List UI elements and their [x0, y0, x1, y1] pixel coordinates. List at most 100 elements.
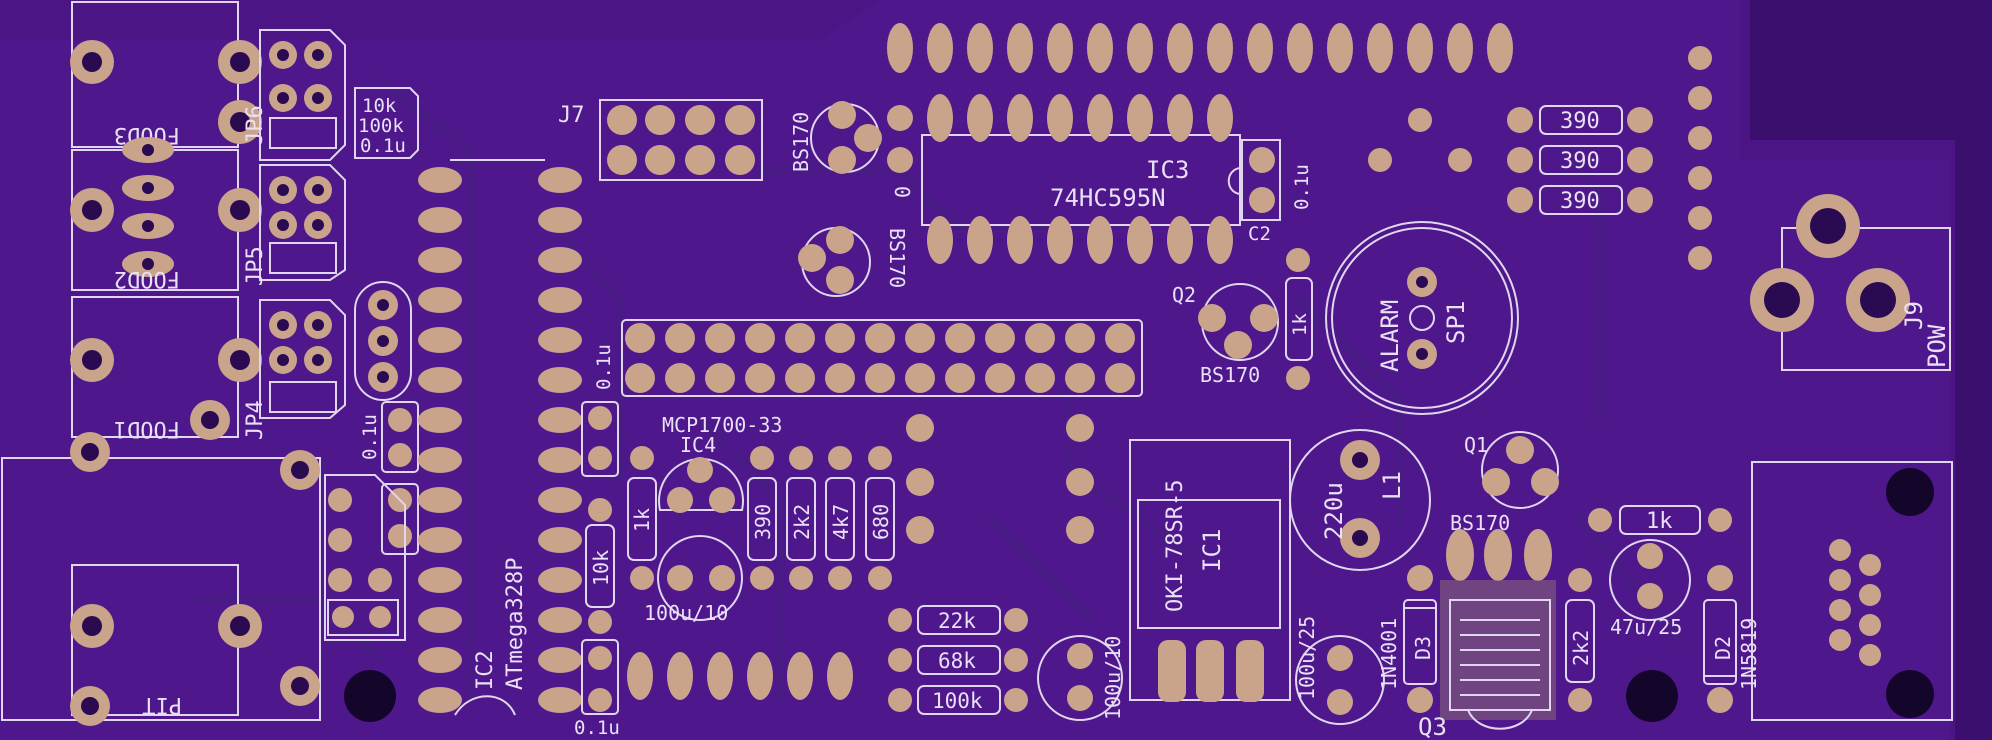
- network-jack: [1751, 461, 1953, 721]
- q3-label: Q3: [1418, 713, 1447, 740]
- ic2-part-label: ATmega328P: [503, 558, 528, 690]
- legend-01u: 0.1u: [360, 135, 406, 157]
- jp6-label: JP6: [243, 105, 268, 145]
- r390-c-label: 390: [1560, 189, 1600, 214]
- diode-d2: D2 1N5819: [1703, 565, 1761, 713]
- top-header-row: [887, 23, 1513, 73]
- capacitors-left-column: 0.1u: [324, 401, 419, 641]
- legend-100k: 100k: [358, 115, 404, 137]
- resistor-2k2-right: 2k2: [1565, 568, 1595, 712]
- mid-pads: [906, 414, 1094, 544]
- cap-100u25-label: 100u/25: [1295, 616, 1319, 700]
- r390-vert-label: 390: [751, 504, 775, 540]
- alarm-label: ALARM: [1376, 300, 1404, 372]
- ic2-pins: [418, 167, 582, 713]
- transistor-bs170-top: BS170 0: [789, 101, 915, 198]
- jp5-label: JP5: [243, 246, 268, 286]
- legend-10k: 10k: [362, 95, 397, 117]
- r390-a-label: 390: [1560, 109, 1600, 134]
- header-bottom-row: 0.1u: [574, 639, 853, 739]
- value-legend-box: 10k 100k 0.1u: [354, 87, 419, 159]
- j9-label: J9: [1900, 301, 1928, 330]
- jp4-label: JP4: [243, 400, 268, 440]
- r2k2-vert-label: 2k2: [790, 504, 814, 540]
- zero-mark: 0: [891, 186, 915, 198]
- connector-pit: PIT: [1, 432, 321, 726]
- c2-label: C2: [1248, 223, 1271, 245]
- q1-label: Q1: [1464, 433, 1488, 457]
- transistor-q3: Q3: [1418, 529, 1556, 740]
- pit-label: PIT: [142, 692, 182, 717]
- connector-food2: FOOD2: [70, 137, 262, 291]
- buzzer-sp1: ALARM SP1: [1325, 221, 1519, 415]
- regulator-ic1: OKI-78SR-5 IC1: [1129, 439, 1291, 702]
- r390-b-label: 390: [1560, 149, 1600, 174]
- r22k-label: 22k: [938, 609, 976, 633]
- ic4-part-label: MCP1700-33: [662, 413, 782, 437]
- r1k-horizontal-label: 1k: [1646, 509, 1673, 534]
- transistor-q2: Q2 BS170 1k: [1172, 248, 1313, 390]
- r1k-a-label: 1k: [630, 508, 654, 532]
- cap-47u25-label: 47u/25: [1610, 615, 1682, 639]
- diode-d3: D3 1N4001: [1377, 565, 1437, 713]
- trimmer-pads: [354, 281, 412, 401]
- ic1-part-label: OKI-78SR-5: [1163, 480, 1188, 612]
- capacitor-47u25: 47u/25: [1609, 539, 1691, 639]
- inductor-l1: 220u L1: [1289, 429, 1431, 571]
- r1k-q2-label: 1k: [1289, 313, 1311, 336]
- r100k-label: 100k: [932, 689, 983, 713]
- d3-part-label: 1N4001: [1377, 618, 1401, 690]
- capacitor-100u10-left: 100u/10: [644, 535, 743, 625]
- cap-100u10-right-label: 100u/10: [1101, 636, 1125, 720]
- q2-part-label: BS170: [1200, 363, 1260, 387]
- regulator-ic4: MCP1700-33 IC4: [658, 413, 782, 513]
- cap-header-label: 0.1u: [593, 344, 615, 390]
- mounting-holes: [344, 670, 1678, 722]
- d2-part-label: 1N5819: [1737, 618, 1761, 690]
- food2-label: FOOD2: [114, 266, 180, 291]
- bs170-top-label: BS170: [789, 112, 813, 172]
- d2-label: D2: [1711, 636, 1735, 660]
- ic2-atmega328p: IC2 ATmega328P: [418, 159, 582, 716]
- bs170-mid-label: BS170: [885, 228, 909, 288]
- capacitor-100u10-right: 100u/10: [1037, 635, 1125, 721]
- r4k7-label: 4k7: [829, 504, 853, 540]
- jumper-jp5: JP5: [243, 164, 346, 286]
- transistor-bs170-mid: BS170: [798, 226, 909, 297]
- r68k-label: 68k: [938, 649, 976, 673]
- q2-label: Q2: [1172, 283, 1196, 307]
- pow-label: POW: [1923, 324, 1951, 368]
- ic3-part-label: 74HC595N: [1050, 184, 1166, 212]
- connector-food1: FOOD1: [70, 296, 262, 441]
- capacitor-01u-vertical: 0.1u: [581, 344, 619, 477]
- l1-value-label: 220u: [1320, 482, 1348, 540]
- cap-100u10-left-label: 100u/10: [644, 601, 728, 625]
- resistors-vertical-row: 1k 10k 390 2k2 4k7 680: [585, 446, 895, 634]
- header-j7: J7: [558, 99, 763, 181]
- jumper-jp4: JP4: [243, 299, 346, 440]
- ic3-74hc595n: IC3 74HC595N C2 0.1u: [921, 94, 1313, 264]
- sp1-label: SP1: [1442, 301, 1470, 344]
- cap-bottom-label: 0.1u: [574, 717, 620, 739]
- ic2-ref-label: IC2: [473, 650, 498, 690]
- r2k2-right-label: 2k2: [1569, 630, 1593, 666]
- l1-ref-label: L1: [1378, 471, 1406, 500]
- ic1-ref-label: IC1: [1198, 529, 1226, 572]
- ic4-ref-label: IC4: [680, 433, 716, 457]
- ic3-ref-label: IC3: [1146, 156, 1189, 184]
- resistors-390-bank: 390 390 390: [1368, 46, 1712, 270]
- power-jack-j9: J9 POW: [1750, 194, 1951, 371]
- resistor-1k-horizontal: 1k: [1588, 505, 1732, 535]
- c2-value-label: 0.1u: [1291, 164, 1313, 210]
- d3-label: D3: [1411, 636, 1435, 660]
- jumper-jp6: JP6: [243, 29, 346, 161]
- food1-label: FOOD1: [114, 416, 180, 441]
- resistors-divider: 22k 68k 100k: [888, 605, 1028, 715]
- capacitor-100u25: 100u/25: [1295, 616, 1385, 725]
- cap-left-label: 0.1u: [359, 414, 381, 460]
- j7-label: J7: [558, 103, 585, 128]
- r10k-label: 10k: [589, 550, 613, 586]
- header-2x13: [621, 319, 1143, 397]
- r680-label: 680: [869, 504, 893, 540]
